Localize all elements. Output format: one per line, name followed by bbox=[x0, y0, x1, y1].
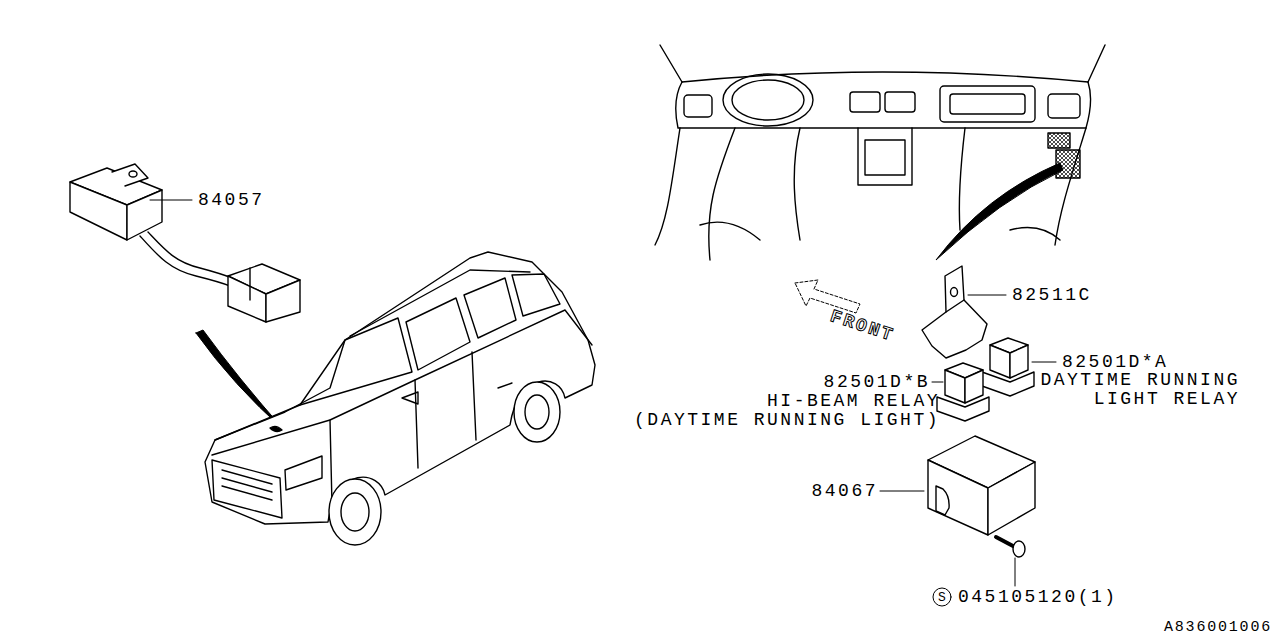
callout-number: 045105120(1) bbox=[958, 588, 1118, 607]
dashboard-illustration bbox=[655, 45, 1105, 260]
part-name: DAYTIME RUNNING LIGHT RELAY bbox=[1040, 371, 1240, 409]
module-84067 bbox=[880, 436, 1035, 535]
callout-number: 84067 bbox=[811, 482, 878, 501]
module-84057 bbox=[70, 164, 300, 322]
car-illustration bbox=[205, 252, 595, 545]
callout-number: 82501D*B bbox=[824, 373, 930, 392]
pointer-wedge bbox=[196, 330, 284, 430]
pointer-wedge bbox=[936, 163, 1063, 260]
relay-b bbox=[932, 363, 989, 421]
front-arrow bbox=[795, 280, 860, 313]
direction-label: FRONT bbox=[827, 307, 896, 346]
part-name: HI-BEAM RELAY (DAYTIME RUNNING LIGHT) bbox=[634, 392, 940, 430]
callout-number: 84057 bbox=[198, 191, 265, 210]
callout-number: 82511C bbox=[1012, 286, 1092, 305]
standard-part-mark: S bbox=[938, 588, 946, 607]
callout-number: 82501D*A bbox=[1062, 353, 1168, 372]
drawing-number: A836001006 bbox=[1164, 618, 1272, 637]
